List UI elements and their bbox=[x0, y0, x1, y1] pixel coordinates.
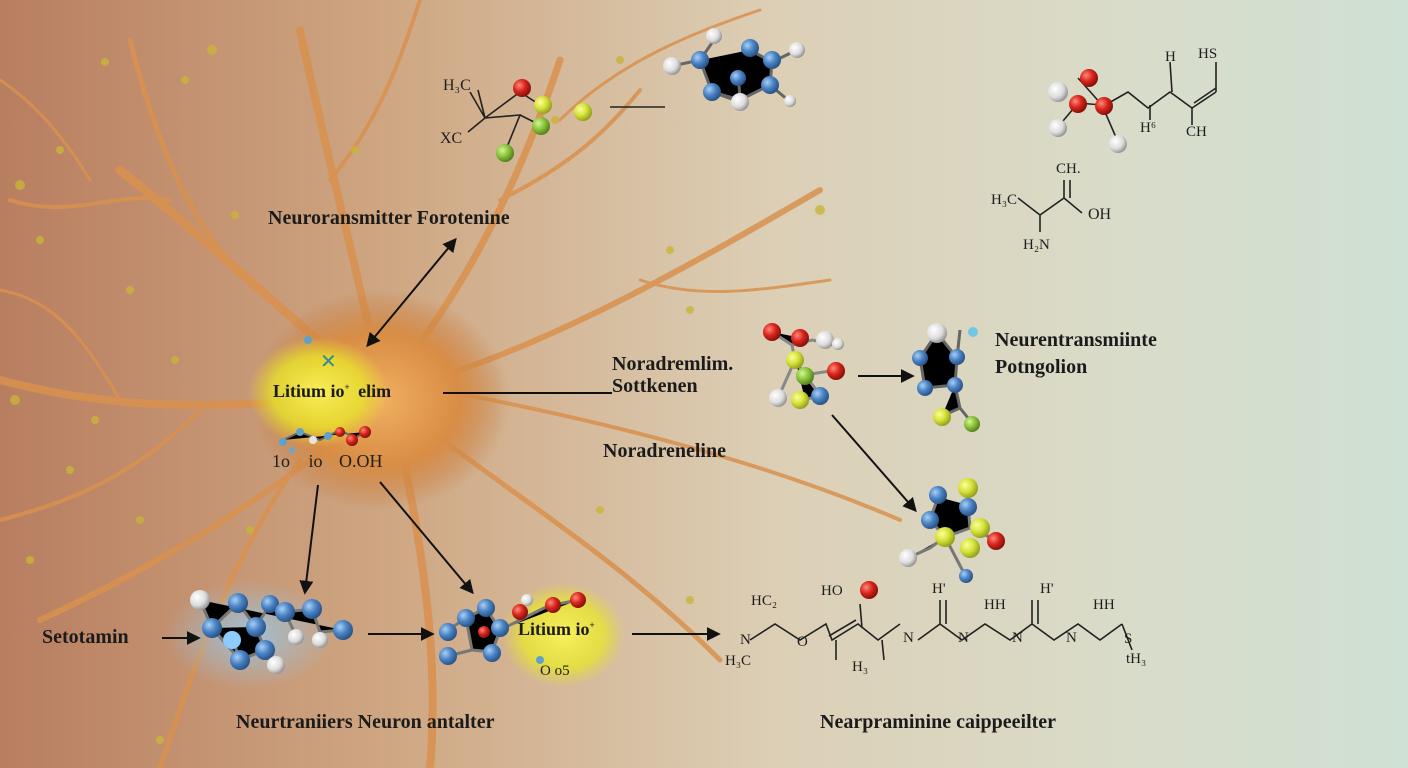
molecule-lithium-bottom bbox=[439, 592, 586, 665]
label-neurentransmite: Neurentransmiinte Potngolion bbox=[995, 329, 1157, 378]
chem-top-left-h3c: H₃C bbox=[443, 77, 471, 94]
label-neurentransmite-line1: Neurentransmiinte bbox=[995, 329, 1157, 351]
molecule-bottom-chain bbox=[749, 600, 1133, 661]
label-lithium-bottom-sub: O o5 bbox=[540, 663, 570, 679]
molecule-noradremlim bbox=[763, 323, 845, 409]
chem-right-mid-ch: CH. bbox=[1056, 161, 1081, 177]
chem-bottom-hh1: HH bbox=[984, 597, 1006, 613]
label-noradremlim: Noradremlim. Sottkenen bbox=[612, 353, 733, 397]
chem-right-mid-oh: OH bbox=[1088, 206, 1112, 223]
label-noradremlim-line1: Noradremlim. bbox=[612, 353, 734, 375]
label-lithium-center-suffix: elim bbox=[358, 381, 392, 401]
arrow-soma-to-forotenine bbox=[366, 237, 457, 348]
molecule-lithium-center: ✕ bbox=[279, 336, 371, 453]
chem-bottom-n3: N bbox=[958, 630, 969, 646]
chem-right-mid-h2n: H₂N bbox=[1023, 237, 1050, 253]
chem-bottom-n5: N bbox=[1066, 630, 1077, 646]
label-lithium-center-subs: 1o io O.OH bbox=[272, 452, 383, 470]
chem-bottom-h3: H₃ bbox=[852, 659, 869, 675]
chem-bottom-n4: N bbox=[1012, 630, 1023, 646]
label-noradreneline: Noradreneline bbox=[603, 440, 726, 462]
chem-top-right-ch: CH bbox=[1186, 124, 1207, 140]
chem-right-mid-h3c: H₃C bbox=[991, 192, 1018, 208]
label-nearpraminine: Nearpraminine caippeeilter bbox=[820, 711, 1057, 733]
label-neurtranliers: Neurtraniiers Neuron antalter bbox=[236, 711, 495, 733]
arrow-noradremlim-to-lower bbox=[831, 414, 917, 513]
label-noradremlim-line2: Sottkenen bbox=[612, 375, 698, 397]
chem-top-right-hsub: H⁶ bbox=[1140, 120, 1157, 136]
chem-bottom-n1: N bbox=[740, 632, 751, 648]
arrow-soma-to-setotamin bbox=[299, 484, 319, 595]
synaptic-dots bbox=[10, 45, 825, 744]
arrow-soma-to-lithium-bottom bbox=[379, 481, 474, 595]
label-neurotransmitter-forotenine: Neuroransmitter Forotenine bbox=[268, 207, 510, 229]
label-neurentransmite-line2: Potngolion bbox=[995, 356, 1088, 378]
label-lithium-center-sup: + bbox=[344, 382, 350, 392]
chem-bottom-h3c: H₃C bbox=[725, 653, 752, 669]
label-lithium-bottom-text: Litium io bbox=[518, 619, 590, 639]
bottom-chain-oxygen bbox=[860, 581, 878, 599]
chem-top-left-xc: XC bbox=[440, 130, 463, 147]
chem-bottom-hc2: HC₂ bbox=[751, 593, 778, 609]
label-lithium-bottom: Litium io+ bbox=[518, 619, 595, 640]
lithium-sub-1: 1o bbox=[272, 451, 290, 471]
chem-top-right-h: H bbox=[1165, 49, 1176, 65]
chem-bottom-h1: H' bbox=[932, 581, 946, 597]
label-setotamin: Setotamin bbox=[42, 626, 129, 648]
label-lithium-center: Litium io+ elim bbox=[273, 381, 392, 402]
chem-top-right-hs: HS bbox=[1198, 46, 1218, 62]
lithium-marker-icon: ✕ bbox=[320, 349, 337, 373]
chem-bottom-hh2: HH bbox=[1093, 597, 1115, 613]
molecule-right-lower bbox=[899, 478, 1005, 583]
chem-bottom-s: S bbox=[1124, 631, 1133, 647]
chem-bottom-th3: tH₃ bbox=[1126, 651, 1147, 667]
lithium-sub-3: O.OH bbox=[339, 451, 383, 471]
lithium-sub-2: io bbox=[308, 451, 323, 471]
chem-bottom-o: O bbox=[797, 634, 808, 650]
molecule-top-left bbox=[467, 79, 665, 162]
label-lithium-center-text: Litium io bbox=[273, 381, 345, 401]
lithium-glow-center bbox=[248, 337, 388, 447]
label-lithium-bottom-sup: + bbox=[589, 620, 595, 630]
molecule-top-center bbox=[663, 28, 805, 111]
chem-bottom-ho: HO bbox=[821, 583, 843, 599]
chem-bottom-h2: H' bbox=[1040, 581, 1054, 597]
chem-bottom-n2: N bbox=[903, 630, 914, 646]
arrows bbox=[162, 237, 917, 645]
molecule-top-right bbox=[1048, 61, 1217, 153]
molecule-setotamin bbox=[190, 590, 353, 674]
molecule-right-mid bbox=[1017, 180, 1083, 232]
molecule-potngolion bbox=[912, 323, 980, 432]
lithium-glow-bottom bbox=[501, 583, 625, 687]
